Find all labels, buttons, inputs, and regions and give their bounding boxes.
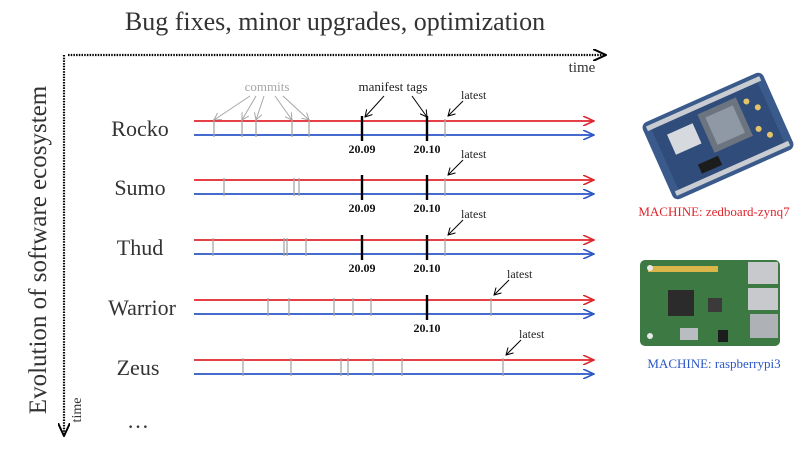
branch-row-thud: Thud latest 20.09 20.10 bbox=[117, 207, 594, 275]
latest-label: latest bbox=[461, 88, 487, 102]
commits-label: commits bbox=[245, 79, 290, 94]
latest-label: latest bbox=[519, 327, 545, 341]
vertical-time-label: time bbox=[70, 398, 85, 423]
latest-label: latest bbox=[507, 267, 533, 281]
tag-label: 20.09 bbox=[349, 142, 376, 156]
latest-arrow bbox=[448, 219, 464, 235]
diagram-title: Bug fixes, minor upgrades, optimization bbox=[125, 7, 545, 36]
horizontal-time-label: time bbox=[569, 60, 596, 76]
zedboard-machine-label: MACHINE: zedboard-zynq7 bbox=[638, 204, 790, 219]
more-branches-ellipsis: … bbox=[127, 408, 149, 433]
tag-label: 20.10 bbox=[414, 201, 441, 215]
tag-label: 20.10 bbox=[414, 142, 441, 156]
latest-arrow bbox=[448, 159, 464, 175]
branch-name: Warrior bbox=[108, 295, 177, 320]
latest-arrow bbox=[506, 339, 522, 355]
branch-name: Zeus bbox=[117, 355, 160, 380]
branch-row-warrior: Warrior latest 20.10 bbox=[108, 267, 594, 335]
raspberrypi-machine-label: MACHINE: raspberrypi3 bbox=[647, 356, 780, 371]
tag-label: 20.09 bbox=[349, 201, 376, 215]
latest-arrow bbox=[448, 100, 464, 116]
branch-row-rocko: Rocko latest 20.09 20.10 bbox=[111, 88, 594, 156]
latest-arrow bbox=[494, 279, 510, 295]
latest-label: latest bbox=[461, 147, 487, 161]
branch-name: Thud bbox=[117, 235, 163, 260]
branch-name: Sumo bbox=[114, 175, 165, 200]
manifest-tags-annotation-arrows bbox=[365, 95, 427, 117]
raspberrypi-board-image bbox=[640, 260, 780, 346]
commits-annotation-arrows bbox=[214, 95, 309, 120]
latest-label: latest bbox=[461, 207, 487, 221]
zedboard-board-image bbox=[642, 72, 794, 200]
branch-row-zeus: Zeus latest bbox=[117, 327, 594, 380]
branch-name: Rocko bbox=[111, 116, 168, 141]
vertical-axis-title: Evolution of software ecosystem bbox=[25, 85, 52, 414]
tag-label: 20.10 bbox=[414, 321, 441, 335]
branch-row-sumo: Sumo latest 20.09 20.10 bbox=[114, 147, 594, 215]
tag-label: 20.09 bbox=[349, 261, 376, 275]
manifest-tags-label: manifest tags bbox=[359, 79, 428, 94]
tag-label: 20.10 bbox=[414, 261, 441, 275]
